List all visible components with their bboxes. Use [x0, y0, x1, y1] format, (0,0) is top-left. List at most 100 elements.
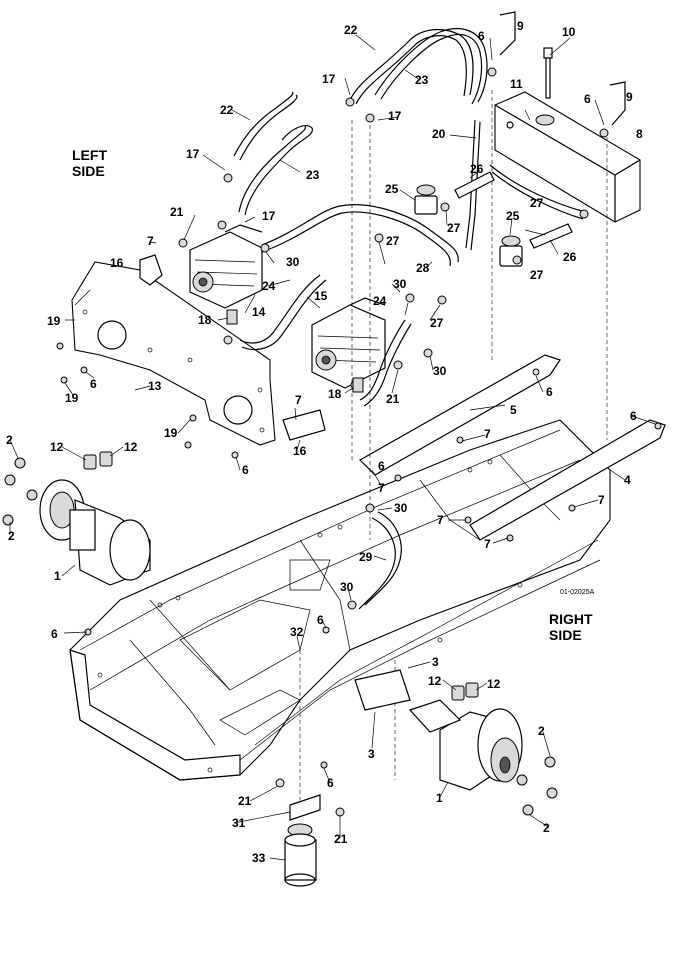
- callout-6: 6: [630, 409, 637, 423]
- callout-17: 17: [322, 72, 336, 86]
- callout-2: 2: [8, 529, 15, 543]
- callout-7: 7: [437, 513, 444, 527]
- callout-33: 33: [252, 851, 266, 865]
- callout-27: 27: [447, 221, 461, 235]
- callout-27: 27: [430, 316, 444, 330]
- callout-6: 6: [378, 459, 385, 473]
- callout-6: 6: [51, 627, 58, 641]
- hydraulic-pump-right: [311, 297, 386, 389]
- callout-24: 24: [373, 294, 387, 308]
- hydraulic-pump-left: [189, 224, 263, 309]
- callout-30: 30: [340, 580, 354, 594]
- callout-11: 11: [510, 77, 523, 91]
- callout-4: 4: [624, 473, 631, 487]
- callout-27: 27: [530, 268, 544, 282]
- callout-26: 26: [563, 250, 577, 264]
- callout-26: 26: [470, 162, 484, 176]
- callout-23: 23: [306, 168, 320, 182]
- callout-10: 10: [562, 25, 576, 39]
- left-side-label-line2: SIDE: [72, 163, 105, 179]
- hydraulic-oil-tank: [494, 91, 641, 223]
- callout-3: 3: [432, 655, 439, 669]
- callout-22: 22: [220, 103, 234, 117]
- callout-19: 19: [47, 314, 61, 328]
- callout-21: 21: [170, 205, 184, 219]
- callout-7: 7: [147, 234, 154, 248]
- callout-numbers: 22 23 6 9 10 17 17 11 6 9 8 22 20 17 26 …: [6, 19, 643, 865]
- right-side-label-line1: RIGHT: [549, 611, 593, 627]
- callout-27: 27: [386, 234, 400, 248]
- solenoid-valve-upper: [414, 184, 438, 215]
- callout-6: 6: [317, 613, 324, 627]
- callout-17: 17: [388, 109, 402, 123]
- callout-7: 7: [378, 481, 385, 495]
- callout-6: 6: [546, 385, 553, 399]
- callout-32: 32: [290, 625, 304, 639]
- callout-7: 7: [484, 427, 491, 441]
- chassis-frame: [69, 419, 611, 781]
- callout-8: 8: [636, 127, 643, 141]
- callout-12: 12: [487, 677, 501, 691]
- callout-21: 21: [386, 392, 400, 406]
- alignment-lines: [299, 90, 608, 800]
- callout-30: 30: [393, 277, 407, 291]
- callout-19: 19: [65, 391, 79, 405]
- callout-2: 2: [543, 821, 550, 835]
- callout-7: 7: [598, 493, 605, 507]
- callout-6: 6: [90, 377, 97, 391]
- callout-24: 24: [262, 279, 276, 293]
- callout-6: 6: [327, 776, 334, 790]
- callout-30: 30: [286, 255, 300, 269]
- callout-17: 17: [186, 147, 200, 161]
- drawing-reference-code: 01-02025A: [560, 589, 595, 596]
- steering-bars: [359, 354, 666, 541]
- callout-30: 30: [394, 501, 408, 515]
- callout-1: 1: [54, 569, 61, 583]
- callout-16: 16: [110, 256, 124, 270]
- callout-17: 17: [262, 209, 276, 223]
- callout-21: 21: [238, 794, 252, 808]
- callout-7: 7: [484, 537, 491, 551]
- callout-9: 9: [626, 90, 633, 104]
- callout-16: 16: [293, 444, 307, 458]
- callout-3: 3: [368, 747, 375, 761]
- callout-7: 7: [295, 393, 302, 407]
- callout-18: 18: [198, 313, 212, 327]
- callout-9: 9: [517, 19, 524, 33]
- callout-28: 28: [416, 261, 430, 275]
- callout-6: 6: [584, 92, 591, 106]
- right-side-label-line2: SIDE: [549, 627, 582, 643]
- callout-12: 12: [124, 440, 138, 454]
- wheel-motor-right: [408, 699, 523, 791]
- callout-22: 22: [344, 23, 358, 37]
- callout-30: 30: [433, 364, 447, 378]
- callout-leaders: [9, 34, 656, 861]
- callout-13: 13: [148, 379, 162, 393]
- wheel-motor-left: [39, 479, 151, 586]
- callout-23: 23: [415, 73, 429, 87]
- callout-31: 31: [232, 816, 246, 830]
- callout-2: 2: [6, 433, 13, 447]
- callout-20: 20: [432, 127, 446, 141]
- callout-25: 25: [506, 209, 520, 223]
- callout-1: 1: [436, 791, 443, 805]
- callout-5: 5: [510, 403, 517, 417]
- hydraulic-hoses: [233, 28, 586, 610]
- callout-12: 12: [50, 440, 64, 454]
- callout-6: 6: [478, 29, 485, 43]
- left-side-label-line1: LEFT: [72, 147, 107, 163]
- callout-25: 25: [385, 182, 399, 196]
- callout-18: 18: [328, 387, 342, 401]
- callout-27: 27: [530, 196, 544, 210]
- callout-2: 2: [538, 724, 545, 738]
- callout-6: 6: [242, 463, 249, 477]
- callout-12: 12: [428, 674, 442, 688]
- callout-15: 15: [314, 289, 328, 303]
- callout-29: 29: [359, 550, 373, 564]
- callout-19: 19: [164, 426, 178, 440]
- oil-filter-assembly: [284, 794, 321, 887]
- callout-14: 14: [252, 305, 266, 319]
- callout-21: 21: [334, 832, 348, 846]
